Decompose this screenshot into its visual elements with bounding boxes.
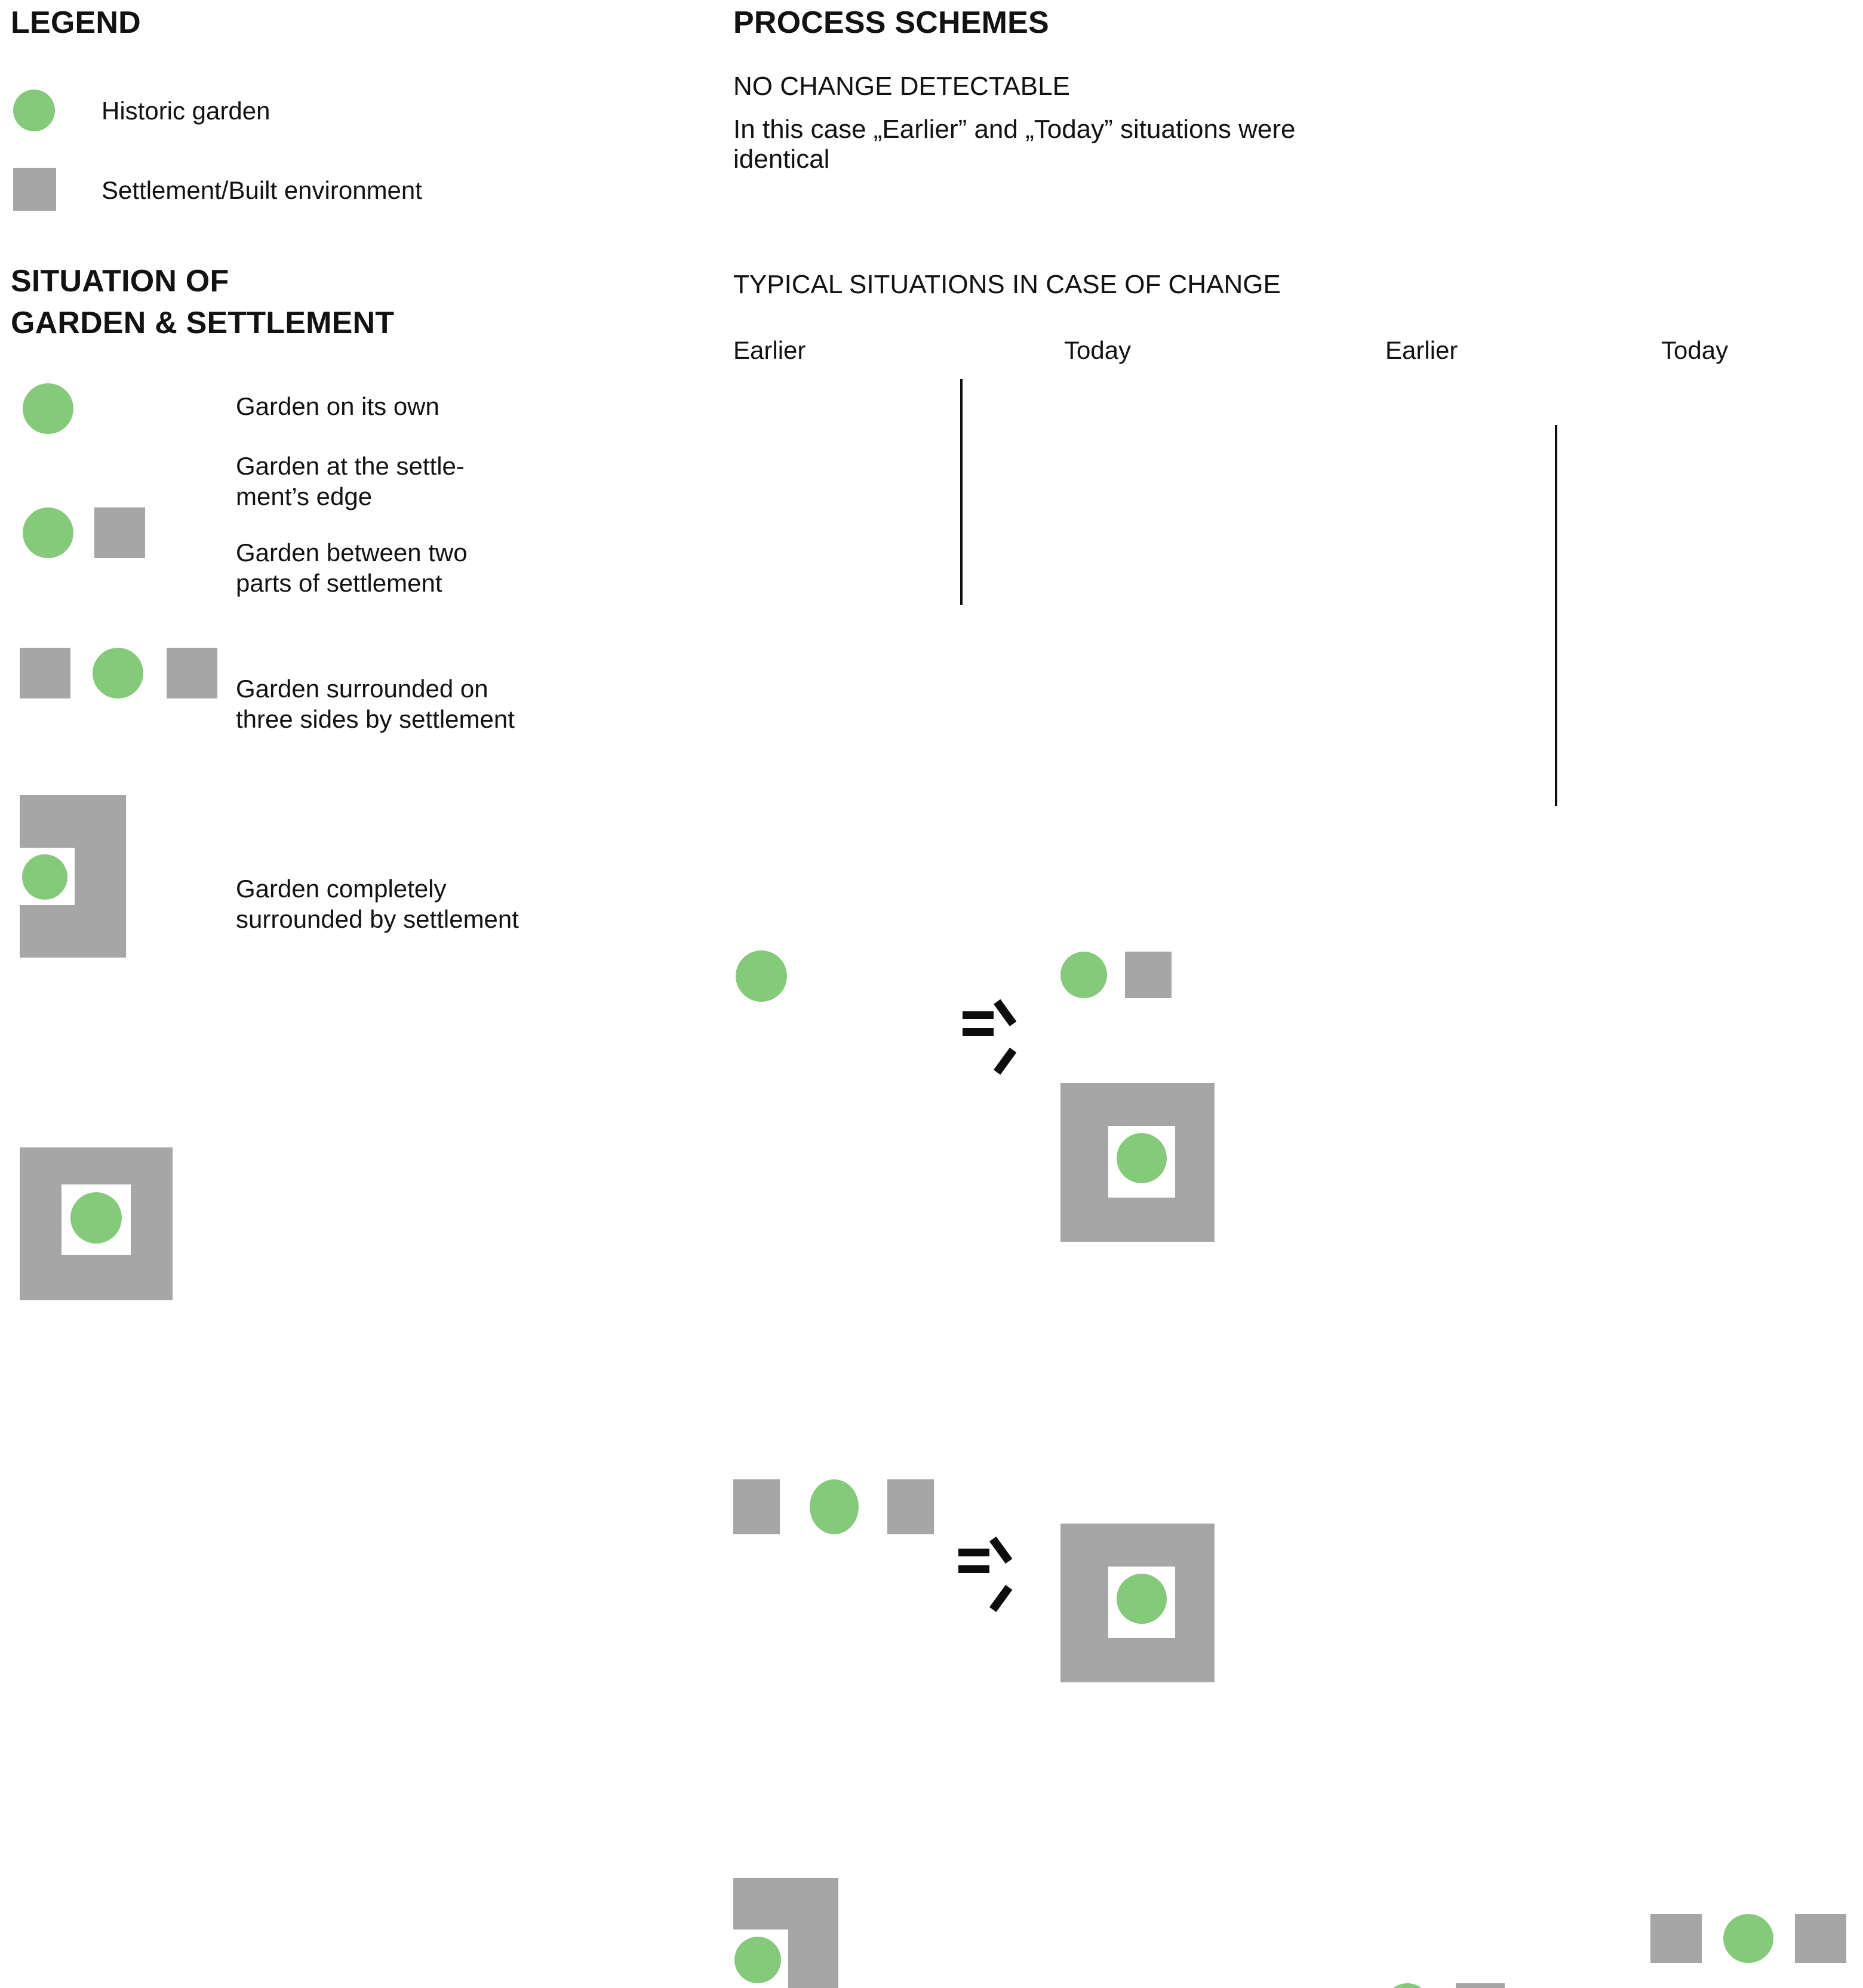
- transition-2-arrow: [958, 1536, 1024, 1612]
- legend-item-settlement: Settlement/Built environment: [13, 168, 610, 216]
- transition-1-earlier-glyph: [736, 950, 807, 1004]
- settlement-square-icon: [20, 648, 70, 698]
- garden-circle-icon: [13, 90, 55, 131]
- legend-item-label: Historic garden: [102, 97, 270, 125]
- settlement-square-icon: [13, 168, 56, 211]
- garden-circle-icon: [1060, 952, 1107, 998]
- group-left-today-label: Today: [1064, 336, 1132, 364]
- garden-circle-icon: [810, 1479, 859, 1534]
- situation-title-line2: GARDEN & SETTLEMENT: [11, 306, 395, 340]
- situation-title-line1: SITUATION OF: [11, 264, 229, 298]
- situation-glyph-garden-alone: [23, 383, 202, 437]
- settlement-square-icon: [1650, 1914, 1702, 1963]
- settlement-square-icon: [167, 648, 217, 698]
- situation-row-label: Garden completely surrounded by settleme…: [236, 875, 519, 934]
- garden-circle-icon: [93, 648, 143, 698]
- garden-circle-icon: [736, 950, 787, 1002]
- no-change-body: In this case „Earlier” and „Today” situa…: [733, 115, 1296, 174]
- transition-4-today-glyph-a: [1650, 1914, 1853, 1968]
- group-right-earlier-label: Earlier: [1385, 336, 1458, 364]
- transition-1-today-glyph-b: [1060, 1083, 1219, 1242]
- group-left-earlier-label: Earlier: [733, 336, 806, 364]
- settlement-square-icon: [1125, 952, 1172, 998]
- transition-4-earlier-glyph: [1383, 1983, 1538, 1988]
- garden-circle-icon: [1117, 1574, 1167, 1624]
- settlement-square-icon: [733, 1479, 780, 1534]
- garden-circle-icon: [23, 383, 73, 434]
- transition-1-today-glyph-a: [1060, 952, 1192, 1011]
- garden-circle-icon: [1117, 1133, 1167, 1183]
- garden-circle-icon: [734, 1937, 781, 1983]
- settlement-square-icon: [94, 507, 145, 558]
- group-left-divider-1: [960, 379, 963, 605]
- garden-circle-icon: [22, 854, 67, 900]
- transition-3-earlier-glyph: [733, 1878, 865, 1988]
- settlement-square-icon: [1795, 1914, 1846, 1963]
- transition-2-earlier-glyph: [733, 1479, 948, 1534]
- situation-glyph-garden-three-sides: [20, 795, 151, 958]
- situation-glyph-garden-at-edge: [23, 507, 202, 561]
- legend-title: LEGEND: [11, 5, 141, 40]
- situation-row-label: Garden between two parts of settlement: [236, 538, 468, 598]
- typical-situations-heading: TYPICAL SITUATIONS IN CASE OF CHANGE: [733, 270, 1281, 299]
- legend-item-historic-garden: Historic garden: [13, 90, 467, 137]
- garden-circle-icon: [1723, 1914, 1773, 1963]
- transition-2-today-glyph: [1060, 1524, 1219, 1682]
- settlement-square-icon: [1456, 1983, 1505, 1988]
- garden-circle-icon: [70, 1192, 122, 1244]
- situation-row-label: Garden at the settle- ment’s edge: [236, 452, 465, 511]
- situation-row-label: Garden on its own: [236, 392, 439, 420]
- situation-glyph-garden-between-two: [20, 648, 235, 701]
- process-title: PROCESS SCHEMES: [733, 5, 1049, 40]
- situation-glyph-garden-fully-surrounded: [20, 1147, 175, 1303]
- garden-circle-icon: [23, 507, 73, 558]
- transition-1-arrow: [963, 999, 1028, 1075]
- legend-item-label: Settlement/Built environment: [102, 176, 422, 204]
- group-right-divider: [1555, 425, 1557, 806]
- no-change-heading: NO CHANGE DETECTABLE: [733, 72, 1070, 101]
- situation-row-label: Garden surrounded on three sides by sett…: [236, 675, 515, 734]
- settlement-square-icon: [887, 1479, 934, 1534]
- group-right-today-label: Today: [1661, 336, 1729, 364]
- garden-circle-icon: [1383, 1983, 1432, 1988]
